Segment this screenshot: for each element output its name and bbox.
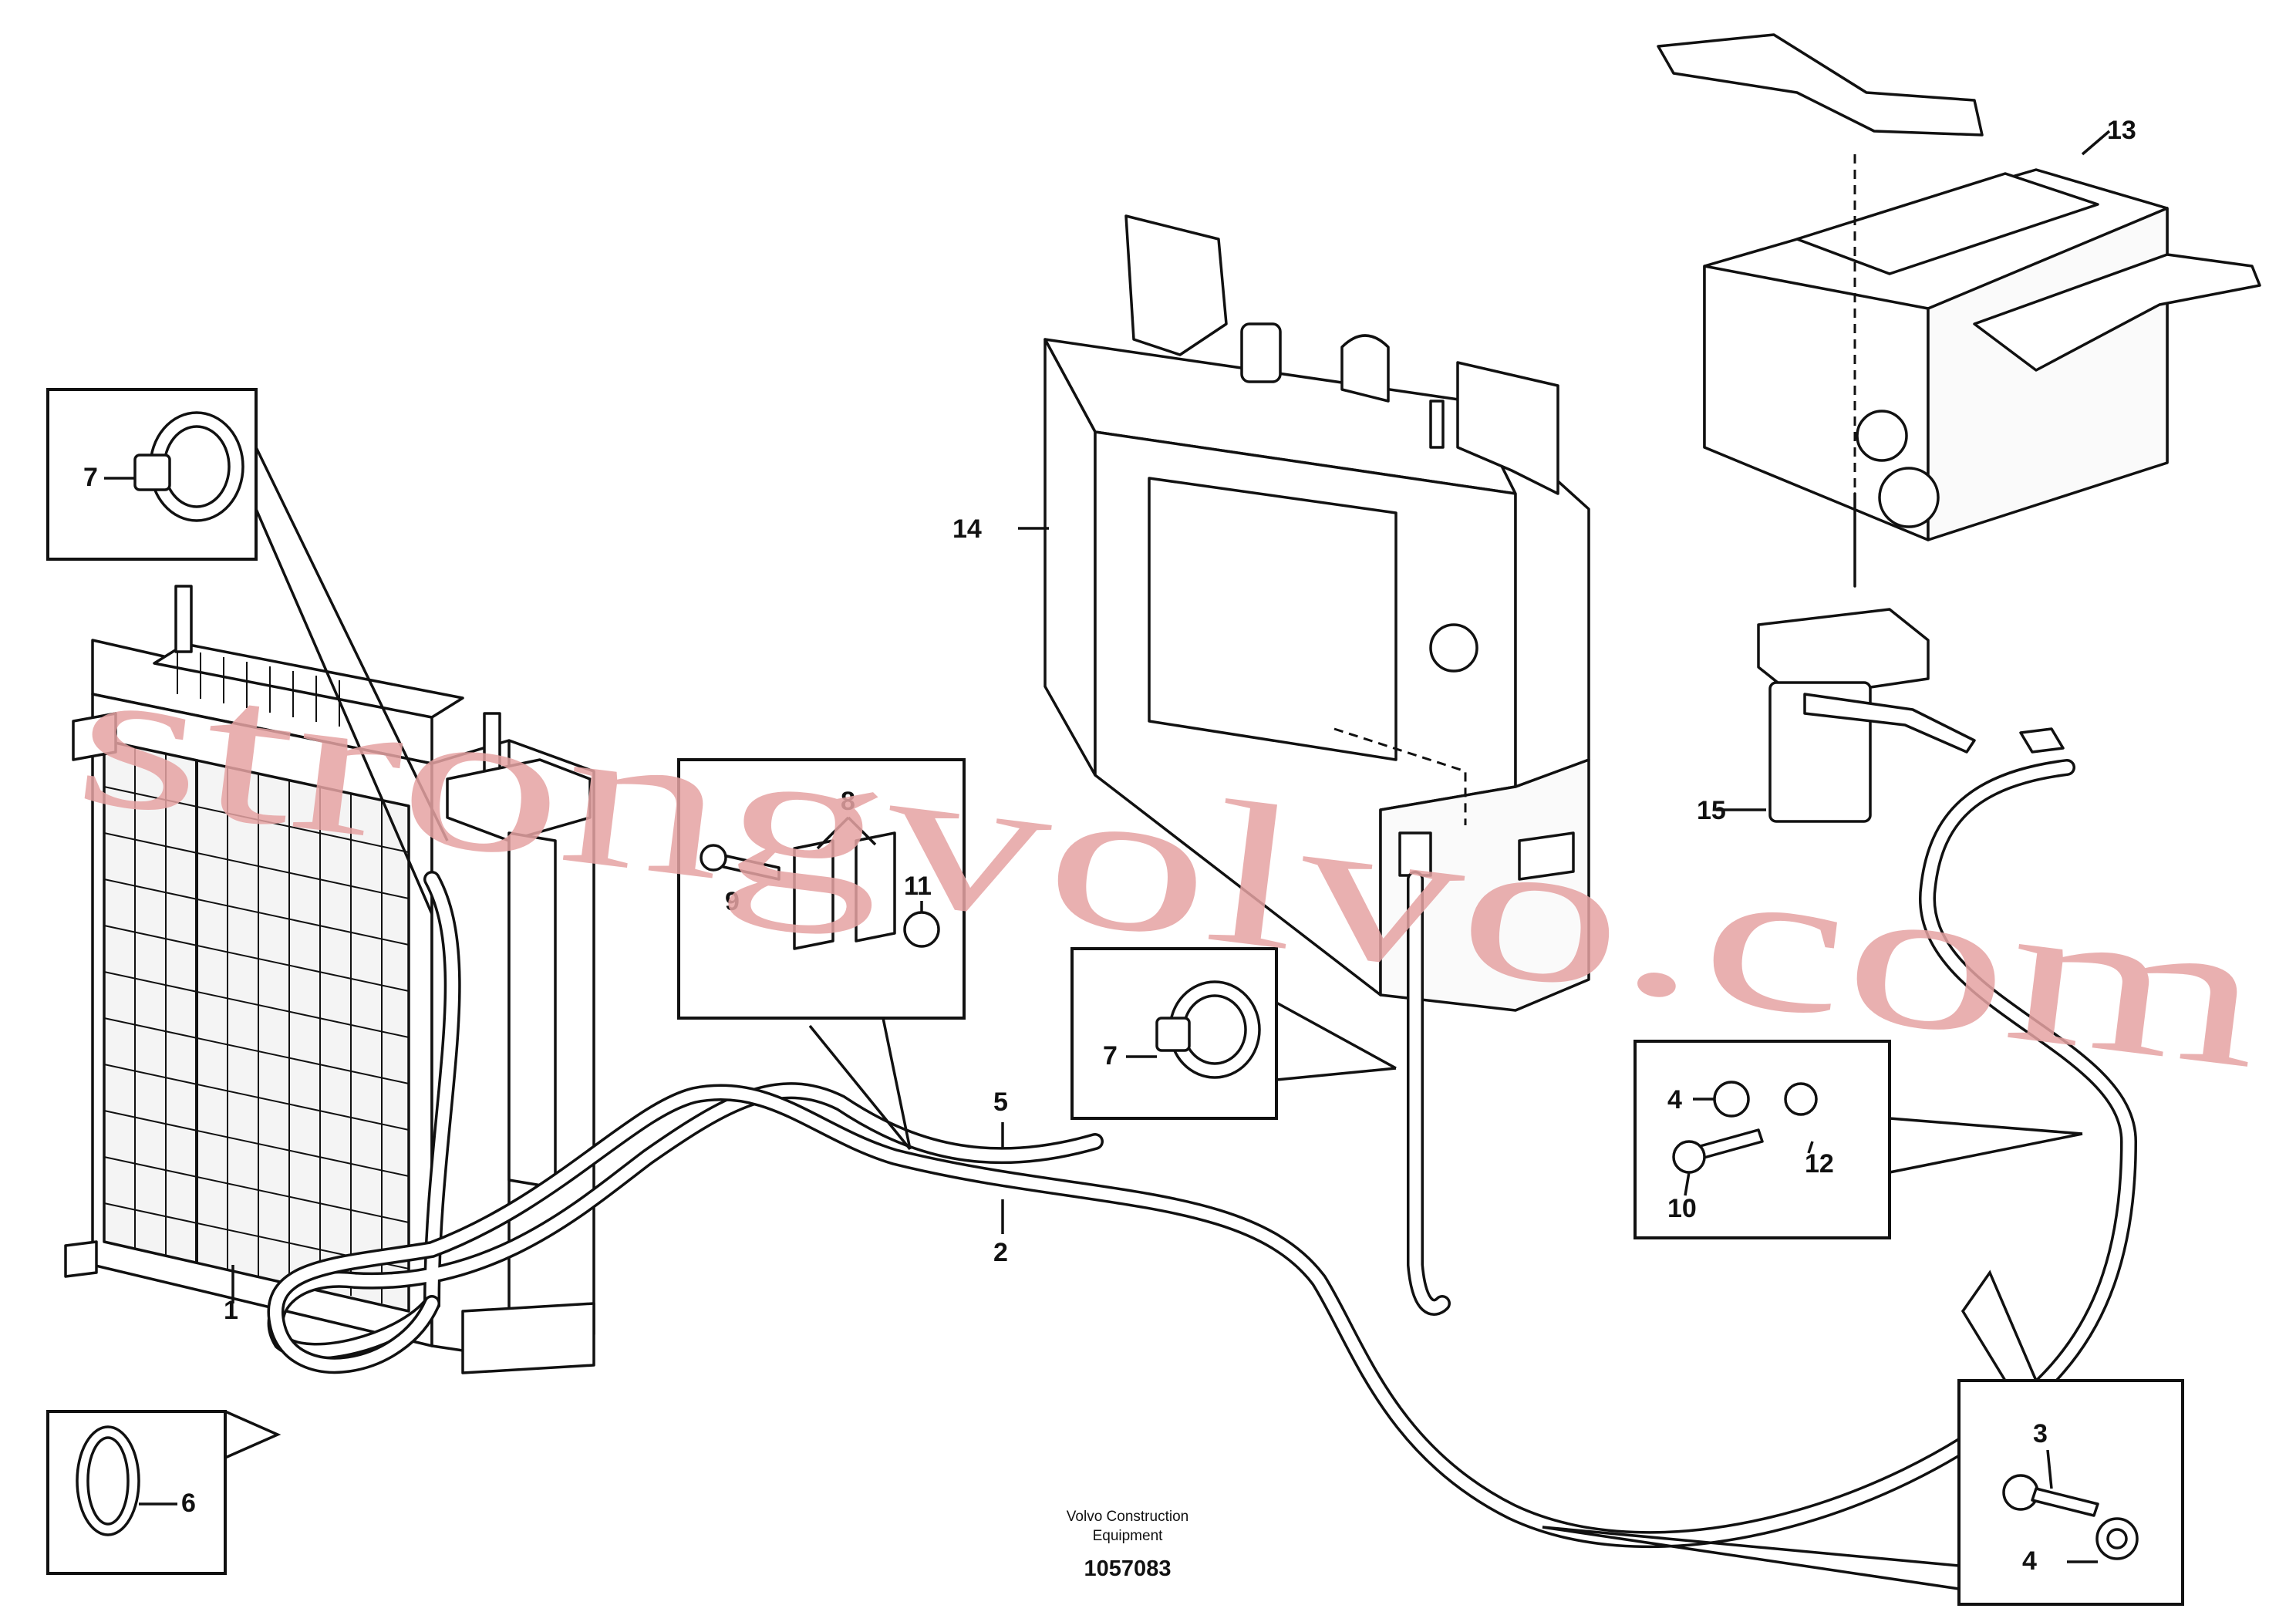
detail-cable-tie xyxy=(46,1410,282,1575)
callout-7-middle: 7 xyxy=(1103,1041,1118,1071)
callout-14: 14 xyxy=(952,514,982,544)
callout-9: 9 xyxy=(725,887,740,916)
callout-11: 11 xyxy=(904,872,932,901)
callout-7-top: 7 xyxy=(83,463,98,492)
callout-labels: 1 2 5 6 7 7 8 9 11 4 10 12 13 14 15 3 4 xyxy=(83,116,2136,1576)
filter-housing xyxy=(1657,33,2261,588)
drawing-footer: Volvo Construction Equipment 1057083 xyxy=(1067,1509,1188,1581)
callout-1: 1 xyxy=(224,1296,238,1325)
callout-15: 15 xyxy=(1697,796,1726,825)
detail-clamp-top xyxy=(46,388,449,915)
oil-cooler xyxy=(64,585,595,1374)
detail-screw-clip xyxy=(1542,1270,2184,1606)
callout-5: 5 xyxy=(993,1088,1008,1117)
detail-clamp-middle xyxy=(1070,947,1397,1120)
cooler-core xyxy=(103,739,410,1313)
callout-4-screw: 4 xyxy=(2022,1546,2037,1576)
callout-12: 12 xyxy=(1805,1149,1834,1179)
drawing-number: 1057083 xyxy=(1084,1556,1172,1581)
leader-lines xyxy=(231,130,2111,1303)
callout-8: 8 xyxy=(841,787,855,816)
callout-13: 13 xyxy=(2107,116,2136,145)
hydraulic-tank xyxy=(1043,214,1590,1012)
hoses xyxy=(267,759,2138,1549)
oil-filter xyxy=(1757,608,2065,823)
detail-bracket-clip xyxy=(1633,1040,2083,1239)
callout-4-bracket: 4 xyxy=(1667,1085,1682,1114)
callout-2: 2 xyxy=(993,1238,1008,1267)
callout-10: 10 xyxy=(1667,1194,1697,1223)
detail-clamp-block xyxy=(677,758,966,1151)
callout-3: 3 xyxy=(2033,1419,2048,1448)
callout-6: 6 xyxy=(181,1489,196,1518)
footer-line-1: Volvo Construction xyxy=(1067,1509,1188,1525)
footer-line-2: Equipment xyxy=(1093,1528,1164,1544)
